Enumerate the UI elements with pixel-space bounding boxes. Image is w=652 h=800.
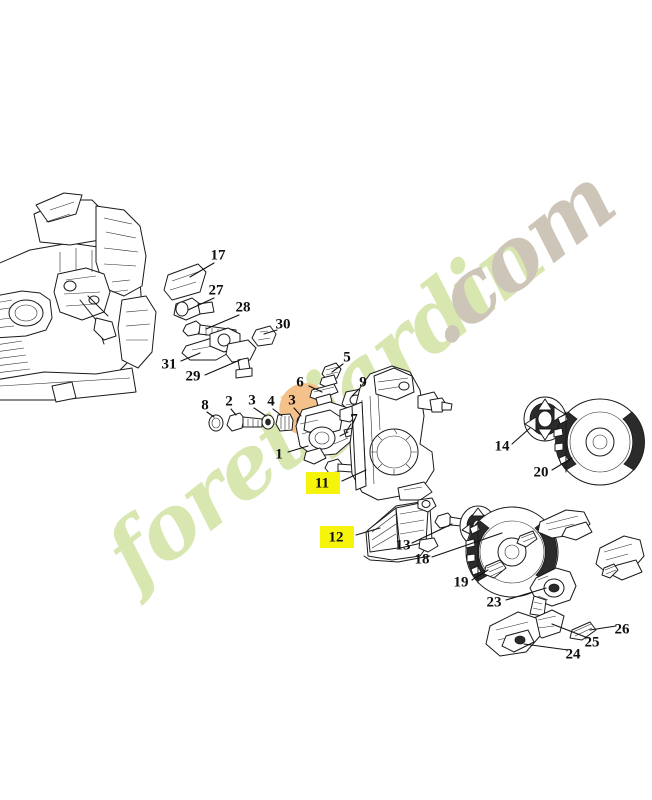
callout-2: 2 bbox=[225, 393, 233, 409]
highlight-box-12 bbox=[320, 526, 354, 548]
highlight-boxes bbox=[306, 472, 354, 548]
callout-labels: 17 27 28 30 31 29 8 2 3 4 3 1 5 6 9 7 11… bbox=[162, 247, 631, 662]
callout-6: 6 bbox=[296, 374, 304, 390]
callout-29: 29 bbox=[186, 368, 201, 384]
brake-lever-group bbox=[208, 362, 375, 474]
callout-30: 30 bbox=[276, 316, 291, 332]
callout-23: 23 bbox=[487, 594, 502, 610]
callout-11: 11 bbox=[315, 475, 329, 491]
callout-5: 5 bbox=[343, 349, 351, 365]
callout-27: 27 bbox=[209, 282, 225, 298]
highlight-box-11 bbox=[306, 472, 340, 494]
callout-3-first: 3 bbox=[248, 392, 256, 408]
callout-12: 12 bbox=[329, 529, 344, 545]
callout-19: 19 bbox=[454, 574, 469, 590]
callout-1: 1 bbox=[275, 446, 283, 462]
callout-13: 13 bbox=[396, 537, 411, 553]
callout-3-second: 3 bbox=[288, 392, 296, 408]
callout-24: 24 bbox=[566, 646, 582, 662]
callout-9: 9 bbox=[359, 374, 367, 390]
callout-25: 25 bbox=[585, 634, 600, 650]
callout-8: 8 bbox=[201, 397, 209, 413]
clutch-group-lower bbox=[465, 506, 645, 657]
callout-4: 4 bbox=[267, 393, 275, 409]
sprocket-group-upper bbox=[523, 396, 645, 486]
engine-block-group bbox=[0, 192, 157, 403]
callout-18: 18 bbox=[415, 551, 430, 567]
leader-lines bbox=[180, 262, 617, 651]
callout-7: 7 bbox=[350, 411, 358, 427]
callout-17: 17 bbox=[211, 247, 227, 263]
callout-28: 28 bbox=[236, 299, 251, 315]
callout-31: 31 bbox=[162, 356, 177, 372]
callout-26: 26 bbox=[615, 621, 631, 637]
sprocket-cover-part-12 bbox=[363, 497, 439, 563]
brake-housing-part-11 bbox=[349, 365, 453, 501]
callout-20: 20 bbox=[534, 464, 549, 480]
callout-14: 14 bbox=[495, 438, 511, 454]
